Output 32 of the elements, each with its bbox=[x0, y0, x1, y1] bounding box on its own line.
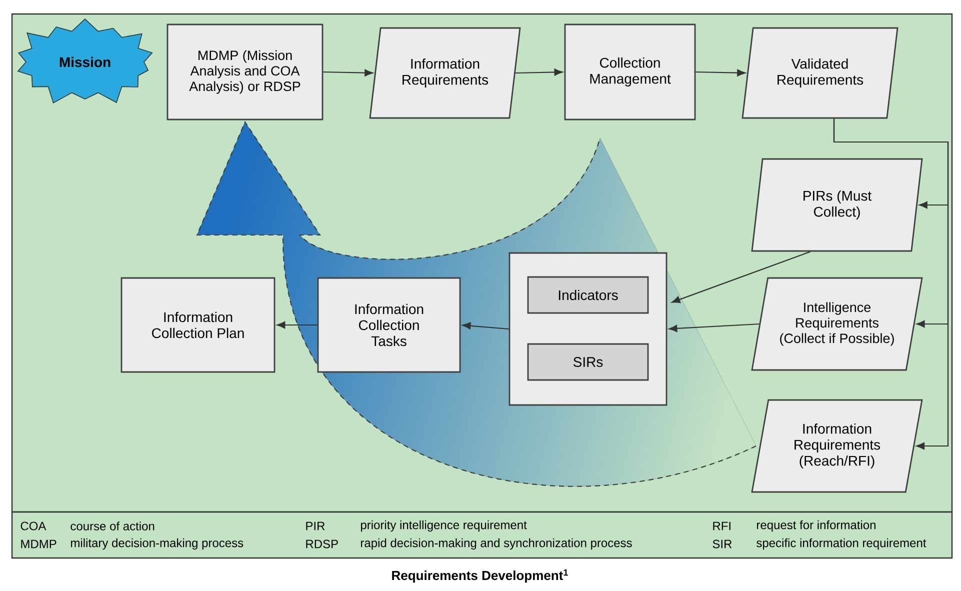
arrow bbox=[672, 251, 810, 304]
arrow bbox=[323, 69, 373, 76]
caption: Requirements Development$^{1}$ bbox=[392, 569, 568, 583]
data-parallelogram: PIRs (Must Collect) bbox=[751, 158, 923, 252]
abbreviation-definition: rapid decision-making and synchronization process bbox=[361, 538, 632, 550]
item-box: Indicators bbox=[527, 276, 649, 314]
process-box: MDMP (Mission Analysis and COA Analysis) or RDSP bbox=[166, 24, 324, 120]
arrow bbox=[833, 118, 949, 450]
abbreviation: RFI bbox=[713, 522, 730, 530]
abbreviation: SIR bbox=[712, 540, 732, 548]
abbreviation: MDMP bbox=[21, 540, 56, 548]
abbreviation: PIR bbox=[306, 522, 325, 530]
abbreviation-definition: request for information bbox=[757, 520, 876, 532]
data-parallelogram: Intelligence Requirements (Collect if Possible) bbox=[751, 277, 923, 371]
abbreviation-definition: specific information requirement bbox=[756, 538, 926, 550]
process-box: Information Collection Tasks bbox=[317, 277, 461, 373]
data-parallelogram: Information Requirements bbox=[369, 27, 521, 119]
data-parallelogram: Information Requirements (Reach/RFI) bbox=[751, 399, 923, 493]
data-parallelogram: Validated Requirements bbox=[742, 27, 898, 119]
arrow bbox=[515, 68, 563, 76]
abbreviation: COA bbox=[20, 522, 46, 530]
item-box: SIRs bbox=[527, 343, 649, 381]
process-box: Information Collection Plan bbox=[120, 277, 276, 373]
abbreviation-definition: military decision-making process bbox=[71, 538, 244, 550]
abbreviation: RDSP bbox=[306, 540, 338, 548]
arrow bbox=[462, 322, 509, 330]
process-box: Collection Management bbox=[564, 24, 696, 120]
arrow bbox=[668, 323, 760, 332]
abbreviation-definition: priority intelligence requirement bbox=[360, 520, 527, 532]
abbreviation-definition: course of action bbox=[70, 522, 154, 530]
arrow bbox=[276, 321, 318, 329]
arrow bbox=[696, 69, 746, 76]
